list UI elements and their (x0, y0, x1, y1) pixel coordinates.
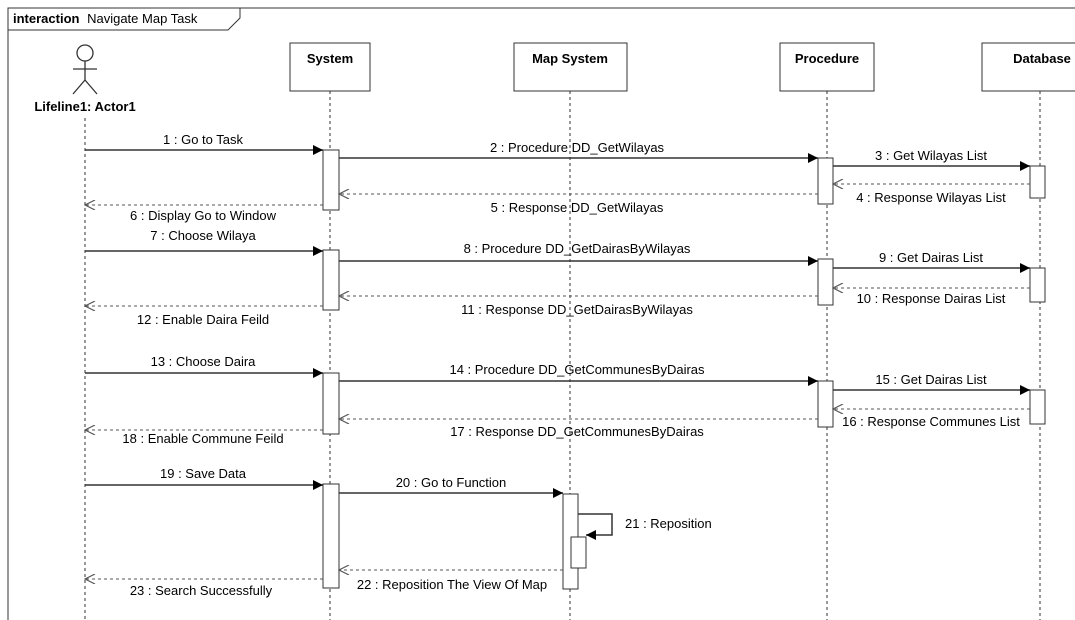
message-13-label: 13 : Choose Daira (151, 354, 257, 369)
frame-title: Navigate Map Task (87, 11, 198, 26)
system-activation-4 (322, 483, 340, 589)
system-activation-3 (322, 372, 340, 435)
message-14[interactable]: 14 : Procedure DD_GetCommunesByDairas (339, 362, 818, 386)
message-23[interactable]: 23 : Search Successfully (85, 579, 323, 598)
system-activation-1 (322, 149, 340, 211)
procedure-activation-1 (817, 157, 834, 205)
lifeline-system-label: System (307, 51, 353, 66)
message-4-label: 4 : Response Wilayas List (856, 190, 1006, 205)
actor-stick-figure-icon (72, 44, 98, 95)
message-2[interactable]: 2 : Procedure DD_GetWilayas (339, 140, 818, 163)
message-7-label: 7 : Choose Wilaya (150, 228, 256, 243)
message-14-label: 14 : Procedure DD_GetCommunesByDairas (449, 362, 705, 377)
map-nested-activation (570, 536, 587, 569)
message-9[interactable]: 9 : Get Dairas List (833, 250, 1030, 273)
lifeline-system[interactable]: System (289, 42, 371, 92)
message-3-label: 3 : Get Wilayas List (875, 148, 987, 163)
message-6[interactable]: 6 : Display Go to Window (85, 205, 323, 223)
procedure-activation-2 (817, 258, 834, 306)
message-7[interactable]: 7 : Choose Wilaya (85, 228, 323, 256)
message-22-label: 22 : Reposition The View Of Map (357, 577, 547, 592)
lifeline-procedure-label: Procedure (795, 51, 859, 66)
message-17-label: 17 : Response DD_GetCommunesByDairas (450, 424, 704, 439)
message-18[interactable]: 18 : Enable Commune Feild (85, 430, 323, 446)
message-9-label: 9 : Get Dairas List (879, 250, 983, 265)
message-16[interactable]: 16 : Response Communes List (833, 409, 1030, 429)
lifeline-map-system-label: Map System (532, 51, 608, 66)
database-activation-1 (1029, 165, 1046, 199)
actor-label: Lifeline1: Actor1 (34, 99, 135, 114)
lifeline-procedure[interactable]: Procedure (779, 42, 875, 92)
lifeline-database[interactable]: Database (981, 42, 1075, 92)
message-20[interactable]: 20 : Go to Function (339, 475, 563, 498)
database-activation-2 (1029, 267, 1046, 303)
message-20-label: 20 : Go to Function (396, 475, 507, 490)
message-13[interactable]: 13 : Choose Daira (85, 354, 323, 378)
message-5-label: 5 : Response DD_GetWilayas (491, 200, 664, 215)
message-10[interactable]: 10 : Response Dairas List (833, 288, 1030, 306)
message-10-label: 10 : Response Dairas List (857, 291, 1006, 306)
interaction-frame: interaction Navigate Map Task (7, 7, 1075, 620)
message-15[interactable]: 15 : Get Dairas List (833, 372, 1030, 395)
message-2-label: 2 : Procedure DD_GetWilayas (490, 140, 665, 155)
message-3[interactable]: 3 : Get Wilayas List (833, 148, 1030, 171)
actor[interactable]: Lifeline1: Actor1 (34, 44, 136, 114)
message-19-label: 19 : Save Data (160, 466, 247, 481)
message-15-label: 15 : Get Dairas List (875, 372, 987, 387)
message-21-label: 21 : Reposition (625, 516, 712, 531)
activation-bars (322, 149, 1046, 590)
message-6-label: 6 : Display Go to Window (130, 208, 277, 223)
system-activation-2 (322, 249, 340, 311)
message-23-label: 23 : Search Successfully (130, 583, 273, 598)
lifeline-map-system[interactable]: Map System (513, 42, 628, 92)
message-1[interactable]: 1 : Go to Task (85, 132, 323, 155)
message-12[interactable]: 12 : Enable Daira Feild (85, 306, 323, 327)
messages: 1 : Go to Task 2 : Procedure DD_GetWilay… (85, 132, 1030, 598)
message-1-label: 1 : Go to Task (163, 132, 243, 147)
message-19[interactable]: 19 : Save Data (85, 466, 323, 490)
message-12-label: 12 : Enable Daira Feild (137, 312, 269, 327)
message-22[interactable]: 22 : Reposition The View Of Map (339, 570, 563, 592)
frame-keyword: interaction (13, 11, 80, 26)
lifeline-database-label: Database (1013, 51, 1071, 66)
message-4[interactable]: 4 : Response Wilayas List (833, 184, 1030, 205)
message-8-label: 8 : Procedure DD_GetDairasByWilayas (464, 241, 691, 256)
message-17[interactable]: 17 : Response DD_GetCommunesByDairas (339, 419, 818, 439)
message-16-label: 16 : Response Communes List (842, 414, 1020, 429)
message-11[interactable]: 11 : Response DD_GetDairasByWilayas (339, 296, 818, 317)
message-21[interactable]: 21 : Reposition (578, 513, 712, 540)
message-8[interactable]: 8 : Procedure DD_GetDairasByWilayas (339, 241, 818, 266)
svg-text:interaction Navigate Map: interaction Navigate Map Task (13, 11, 198, 26)
message-5[interactable]: 5 : Response DD_GetWilayas (339, 194, 818, 215)
message-11-label: 11 : Response DD_GetDairasByWilayas (461, 302, 693, 317)
message-18-label: 18 : Enable Commune Feild (122, 431, 283, 446)
database-activation-3 (1029, 389, 1046, 425)
procedure-activation-3 (817, 380, 834, 428)
